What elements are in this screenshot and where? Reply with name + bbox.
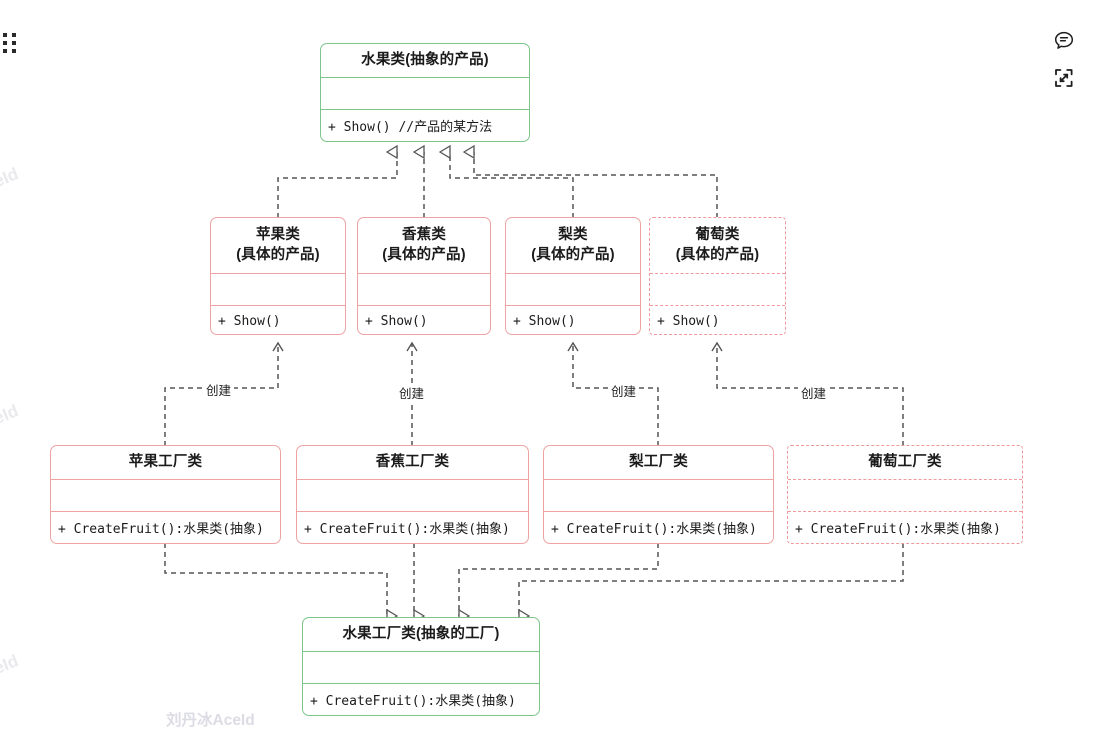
drag-handle-dot bbox=[3, 33, 7, 37]
class-box-factory-banana[interactable]: 香蕉工厂类 + CreateFruit():水果类(抽象) bbox=[296, 445, 529, 544]
class-box-abstract-factory[interactable]: 水果工厂类(抽象的工厂) + CreateFruit():水果类(抽象) bbox=[302, 617, 540, 716]
comment-icon bbox=[1054, 31, 1074, 49]
class-title-abstract-product: 水果类(抽象的产品) bbox=[361, 51, 489, 68]
drag-handle-dot bbox=[12, 41, 16, 45]
class-method-product-apple: + Show() bbox=[211, 305, 345, 334]
class-title-line2-product-banana: (具体的产品) bbox=[382, 246, 466, 263]
drag-handle[interactable] bbox=[3, 33, 17, 55]
class-box-product-apple[interactable]: 苹果类 (具体的产品) + Show() bbox=[210, 217, 346, 335]
class-title-factory-apple: 苹果工厂类 bbox=[128, 453, 203, 470]
class-method-factory-grape: + CreateFruit():水果类(抽象) bbox=[788, 511, 1022, 542]
class-title-line1-product-pear: 梨类 bbox=[558, 226, 588, 243]
class-attributes-abstract-product bbox=[321, 77, 529, 109]
expand-icon bbox=[1055, 69, 1073, 87]
expand-button[interactable] bbox=[1051, 65, 1077, 91]
class-box-factory-pear[interactable]: 梨工厂类 + CreateFruit():水果类(抽象) bbox=[543, 445, 774, 544]
class-title-line1-product-banana: 香蕉类 bbox=[401, 226, 447, 243]
class-attributes-factory-pear bbox=[544, 479, 773, 511]
watermark-edge-3: eId bbox=[0, 651, 22, 678]
edge-label-create-grape: 创建 bbox=[798, 383, 830, 402]
class-box-product-pear[interactable]: 梨类 (具体的产品) + Show() bbox=[505, 217, 641, 335]
class-title-product-banana: 香蕉类 (具体的产品) bbox=[358, 218, 490, 273]
drag-handle-dot bbox=[3, 41, 7, 45]
class-method-abstract-product: + Show() //产品的某方法 bbox=[321, 109, 529, 141]
class-title-line2-product-grape: (具体的产品) bbox=[675, 246, 760, 263]
class-title-product-grape: 葡萄类 (具体的产品) bbox=[650, 218, 785, 273]
drag-handle-dot bbox=[12, 33, 16, 37]
class-title-line1-product-apple: 苹果类 bbox=[255, 226, 301, 243]
watermark-author: 刘丹冰AceId bbox=[166, 712, 255, 729]
class-attributes-product-banana bbox=[358, 273, 490, 305]
class-box-abstract-product[interactable]: 水果类(抽象的产品) + Show() //产品的某方法 bbox=[320, 43, 530, 142]
drag-handle-dot bbox=[3, 49, 7, 53]
class-title-line1-product-grape: 葡萄类 bbox=[695, 226, 740, 243]
class-attributes-factory-apple bbox=[51, 479, 280, 511]
class-attributes-product-apple bbox=[211, 273, 345, 305]
class-method-abstract-factory: + CreateFruit():水果类(抽象) bbox=[303, 683, 539, 714]
class-attributes-abstract-factory bbox=[303, 651, 539, 683]
class-box-product-banana[interactable]: 香蕉类 (具体的产品) + Show() bbox=[357, 217, 491, 335]
watermark-edge-2: eId bbox=[0, 401, 22, 428]
class-title-line2-product-apple: (具体的产品) bbox=[236, 246, 320, 263]
edge-label-create-apple: 创建 bbox=[203, 380, 235, 399]
class-box-factory-grape[interactable]: 葡萄工厂类 + CreateFruit():水果类(抽象) bbox=[787, 445, 1023, 544]
class-title-factory-banana: 香蕉工厂类 bbox=[375, 453, 450, 470]
class-title-factory-grape: 葡萄工厂类 bbox=[868, 453, 942, 470]
class-box-factory-apple[interactable]: 苹果工厂类 + CreateFruit():水果类(抽象) bbox=[50, 445, 281, 544]
class-method-product-grape: + Show() bbox=[650, 305, 785, 334]
edge-label-create-banana: 创建 bbox=[396, 383, 428, 402]
class-method-factory-pear: + CreateFruit():水果类(抽象) bbox=[544, 511, 773, 542]
class-method-factory-banana: + CreateFruit():水果类(抽象) bbox=[297, 511, 528, 542]
edge-label-create-pear: 创建 bbox=[608, 381, 640, 400]
class-method-factory-apple: + CreateFruit():水果类(抽象) bbox=[51, 511, 280, 542]
class-method-product-pear: + Show() bbox=[506, 305, 640, 334]
class-box-product-grape[interactable]: 葡萄类 (具体的产品) + Show() bbox=[649, 217, 786, 335]
class-title-product-pear: 梨类 (具体的产品) bbox=[506, 218, 640, 273]
class-method-product-banana: + Show() bbox=[358, 305, 490, 334]
class-title-abstract-factory: 水果工厂类(抽象的工厂) bbox=[342, 625, 500, 642]
class-attributes-product-pear bbox=[506, 273, 640, 305]
drag-handle-dot bbox=[12, 49, 16, 53]
class-attributes-factory-banana bbox=[297, 479, 528, 511]
class-title-product-apple: 苹果类 (具体的产品) bbox=[211, 218, 345, 273]
class-attributes-factory-grape bbox=[788, 479, 1022, 511]
watermark-edge-1: eId bbox=[0, 164, 22, 191]
class-attributes-product-grape bbox=[650, 273, 785, 305]
comment-button[interactable] bbox=[1051, 28, 1077, 54]
class-title-line2-product-pear: (具体的产品) bbox=[531, 246, 615, 263]
class-title-factory-pear: 梨工厂类 bbox=[629, 453, 688, 470]
